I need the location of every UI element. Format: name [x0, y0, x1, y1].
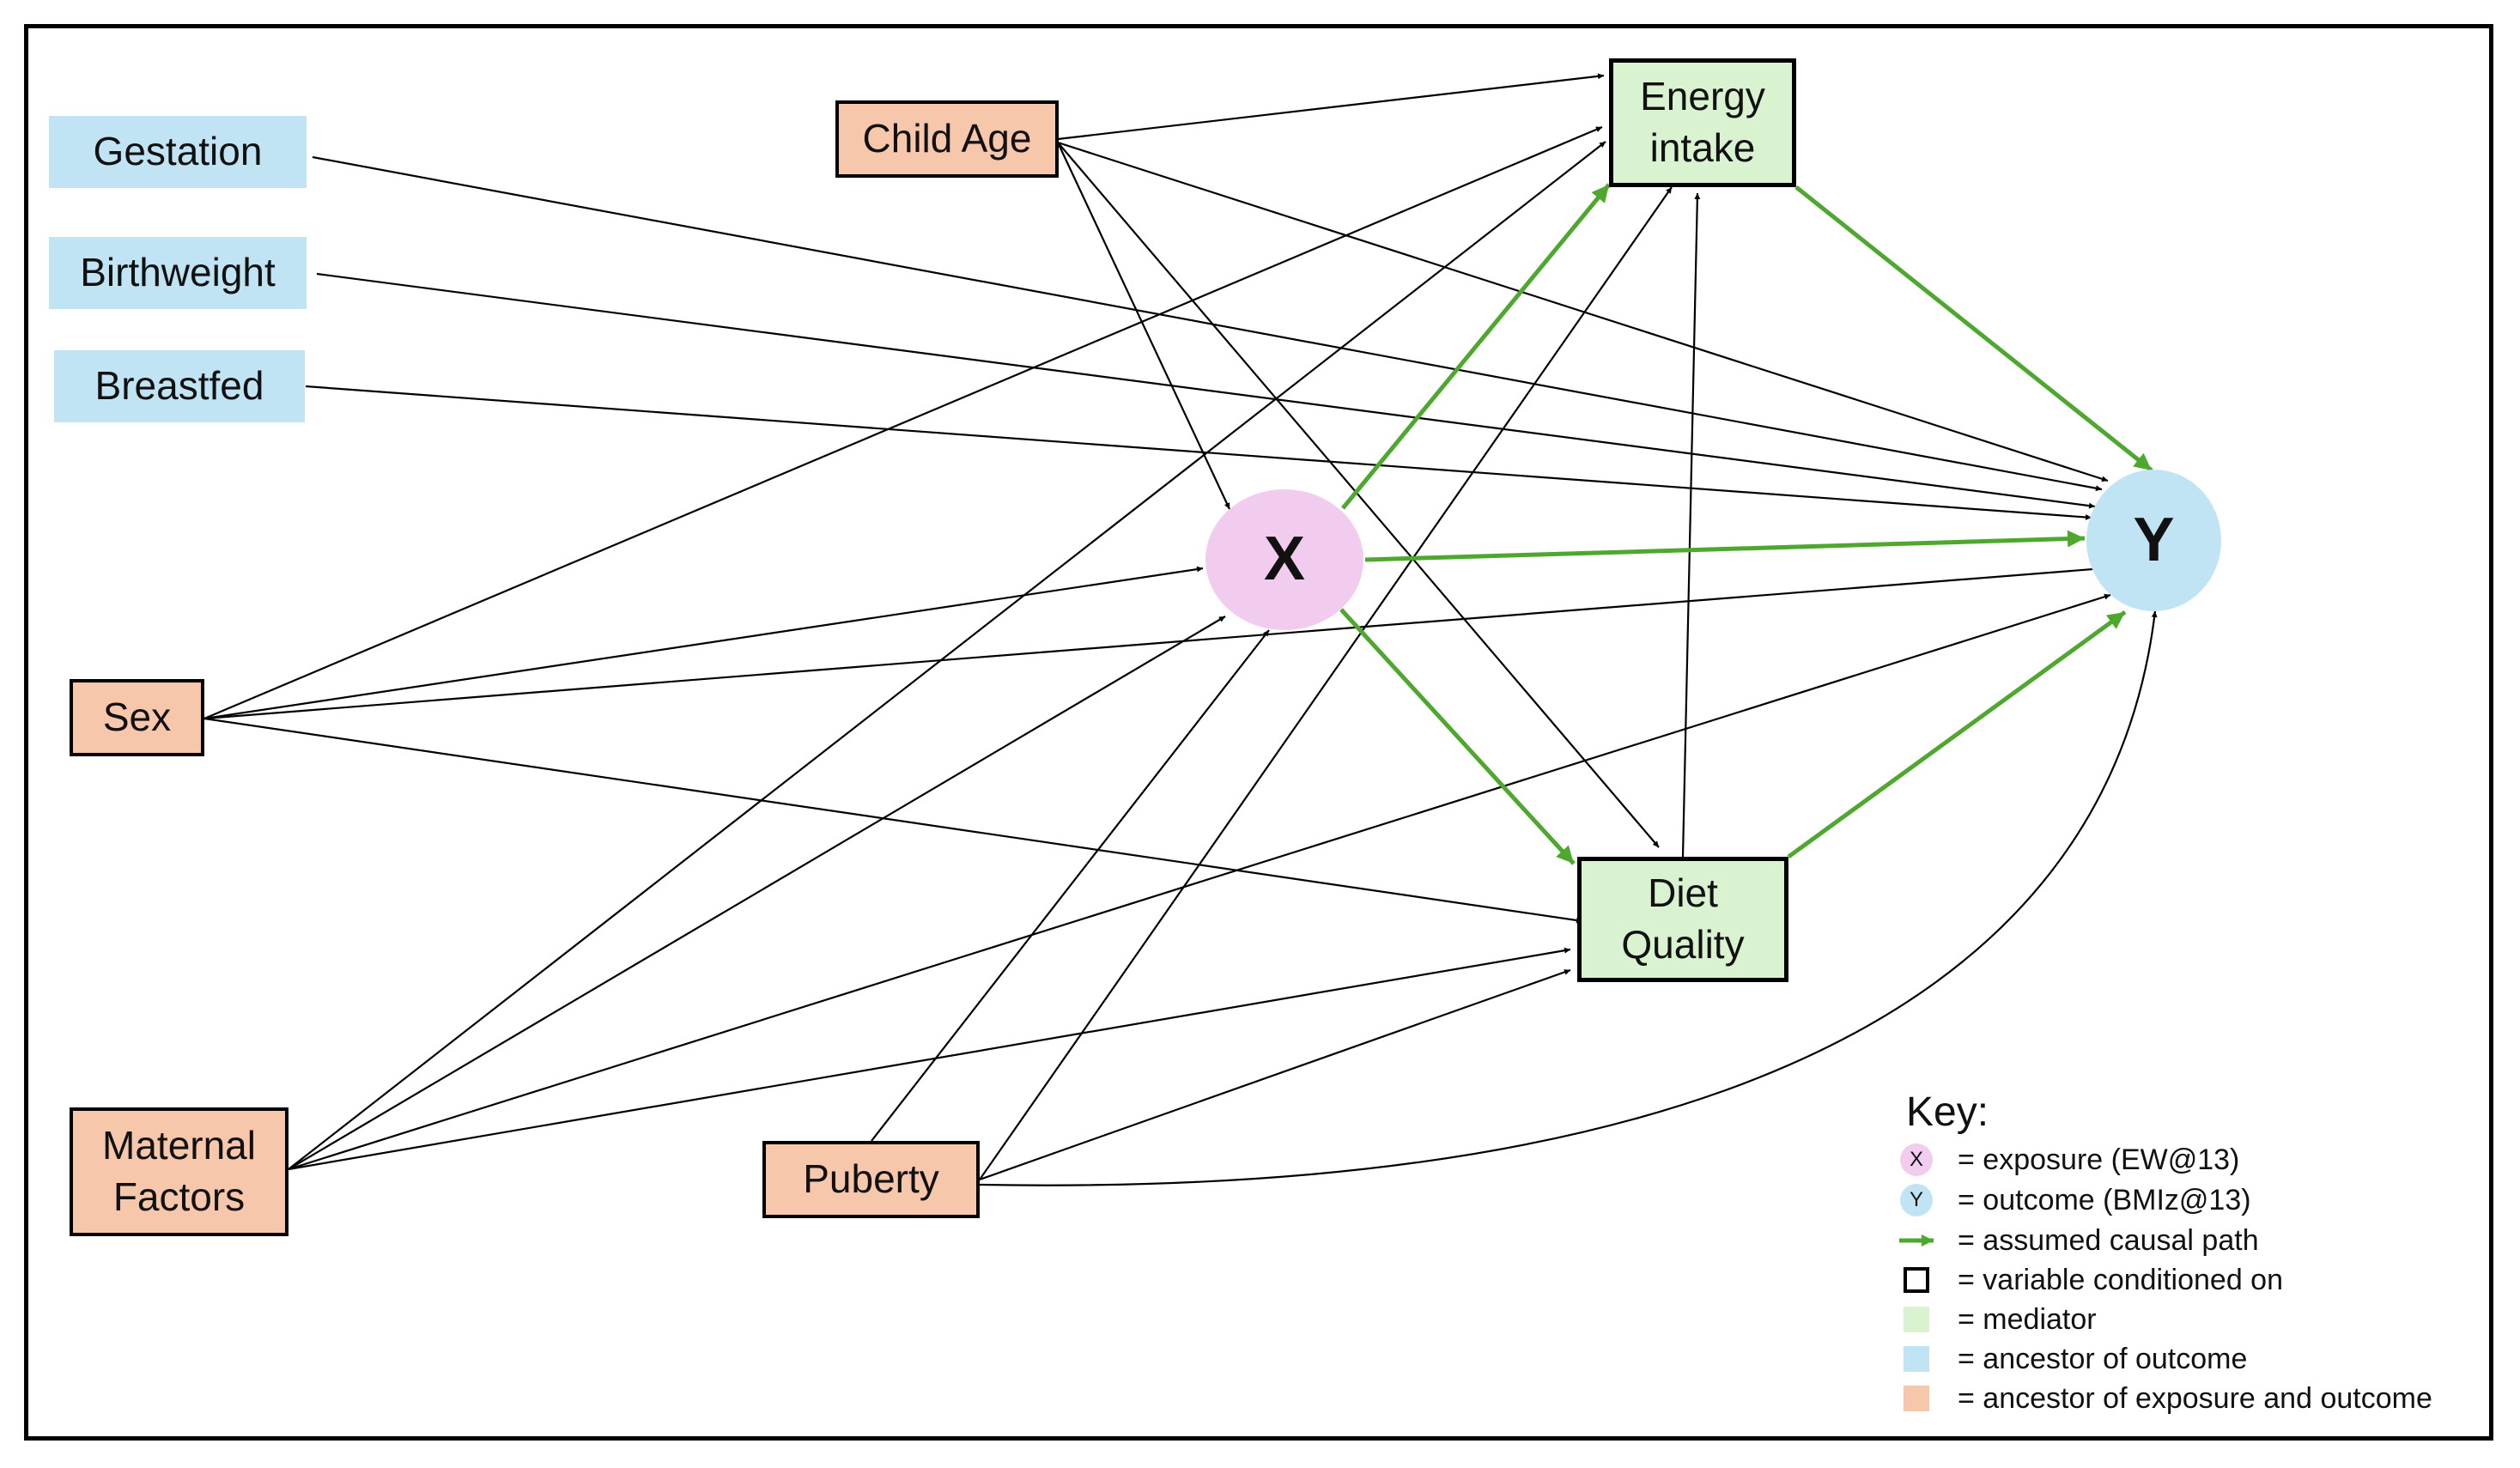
key-conditioned-square-icon [1904, 1267, 1929, 1293]
edge-maternal-to-energy [288, 141, 1606, 1170]
key-outcome-symbol: Y [1900, 1184, 1933, 1216]
edge-diet-to-y [1787, 610, 2127, 859]
node-energy-intake: Energy intake [1609, 58, 1796, 187]
edge-x-to-energy [1341, 183, 1611, 510]
edge-sex-to-diet [203, 717, 1583, 924]
edge-breastfed-to-y [305, 385, 2092, 520]
key-ancestor-both-label: = ancestor of exposure and outcome [1958, 1381, 2432, 1415]
edge-puberty-to-diet [979, 968, 1571, 1181]
edge-puberty-to-x [871, 629, 1270, 1142]
edge-maternal-to-y [288, 593, 2111, 1171]
diagram-frame [24, 24, 2493, 1441]
key-row-ancestor-both: = ancestor of exposure and outcome [1898, 1380, 2432, 1417]
edge-child_age-to-x [1057, 142, 1230, 510]
edge-x-to-diet [1339, 608, 1576, 865]
edge-sex-to-energy [203, 125, 1603, 720]
edge-puberty-to-energy [979, 186, 1673, 1180]
key-row-causal-path: = assumed causal path [1898, 1222, 2259, 1259]
edge-maternal-to-x [288, 616, 1226, 1170]
node-maternal-factors: Maternal Factors [70, 1107, 288, 1236]
edge-child_age-to-diet [1057, 142, 1660, 848]
edge-x-to-y [1364, 530, 2086, 562]
key-mediator-swatch [1904, 1307, 1929, 1332]
node-child-age: Child Age [835, 100, 1059, 178]
edge-maternal-to-diet [288, 947, 1571, 1171]
edge-gestation-to-y [312, 155, 2103, 492]
edge-sex-to-y [203, 566, 2104, 720]
edge-puberty-to-y [979, 610, 2158, 1186]
node-gestation: Gestation [49, 116, 307, 188]
node-birthweight: Birthweight [49, 237, 307, 309]
edge-child_age-to-energy [1057, 73, 1605, 141]
node-diet-quality: Diet Quality [1577, 857, 1788, 982]
node-outcome-y: Y [2086, 470, 2221, 611]
edge-birthweight-to-y [316, 272, 2096, 509]
node-breastfed: Breastfed [54, 350, 305, 422]
node-puberty: Puberty [762, 1141, 980, 1218]
key-conditioned-label: = variable conditioned on [1958, 1263, 2283, 1296]
key-exposure-label: = exposure (EW@13) [1958, 1143, 2240, 1176]
edge-diet-to-energy [1681, 192, 1701, 858]
edge-energy-to-y [1794, 185, 2153, 472]
key-row-outcome: Y = outcome (BMIz@13) [1898, 1181, 2251, 1219]
key-ancestor-outcome-label: = ancestor of outcome [1958, 1342, 2248, 1375]
node-sex: Sex [70, 679, 204, 756]
edges [203, 73, 2158, 1186]
key-title: Key: [1906, 1089, 1989, 1135]
key-ancestor-outcome-swatch [1904, 1346, 1929, 1372]
edge-sex-to-x [203, 566, 1204, 720]
edge-child_age-to-y [1057, 141, 2109, 482]
key-ancestor-both-swatch [1904, 1386, 1929, 1411]
key-row-ancestor-outcome: = ancestor of outcome [1898, 1340, 2247, 1378]
node-exposure-x: X [1205, 489, 1363, 630]
key-row-conditioned: = variable conditioned on [1898, 1261, 2283, 1299]
key-causal-path-label: = assumed causal path [1958, 1223, 2259, 1257]
key-row-mediator: = mediator [1898, 1301, 2097, 1338]
key-causal-arrow-icon [1899, 1234, 1934, 1247]
key-exposure-symbol: X [1900, 1143, 1933, 1176]
key-mediator-label: = mediator [1958, 1302, 2097, 1336]
key-row-exposure: X = exposure (EW@13) [1898, 1141, 2239, 1179]
key-outcome-label: = outcome (BMIz@13) [1958, 1183, 2251, 1216]
